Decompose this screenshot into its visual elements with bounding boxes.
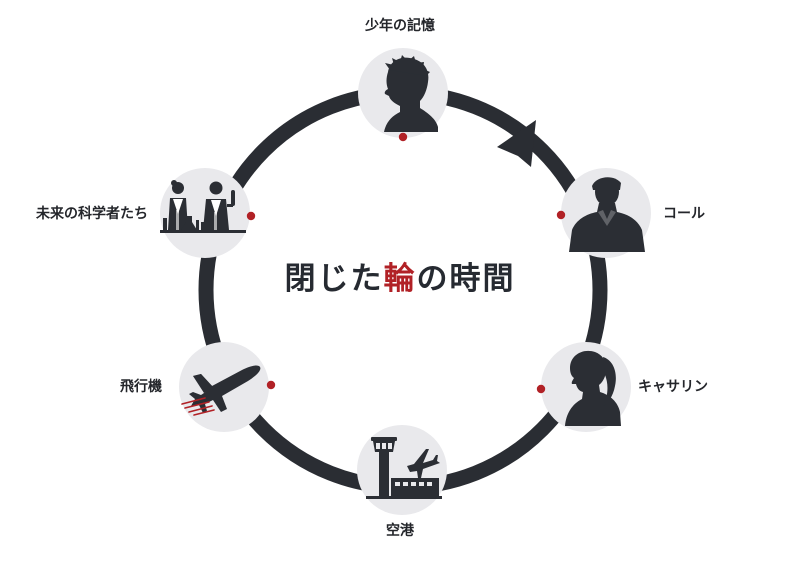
boy-silhouette-icon xyxy=(384,55,438,133)
node-airplane xyxy=(179,342,276,432)
airport-tower-and-plane-icon xyxy=(366,437,442,499)
airplane-icon xyxy=(189,365,261,413)
node-airplane-connector-dot xyxy=(266,380,276,390)
node-label-cole: コール xyxy=(663,206,705,222)
diagram-title: 閉じた輪の時間 xyxy=(0,264,800,295)
node-future-scientists xyxy=(160,168,256,258)
node-cole-connector-dot xyxy=(556,210,566,220)
node-catherine-connector-dot xyxy=(536,384,546,394)
title-accent-character: 輪 xyxy=(383,261,417,297)
speed-lines-icon xyxy=(181,397,215,416)
woman-ponytail-silhouette-icon xyxy=(565,350,621,426)
node-label-catherine: キャサリン xyxy=(638,379,708,395)
node-label-future-scientists: 未来の科学者たち xyxy=(36,206,148,222)
node-label-boy-memory: 少年の記憶 xyxy=(365,18,435,34)
cycle-direction-arrow-icon xyxy=(497,120,536,167)
title-part-after: の時間 xyxy=(416,261,516,297)
node-scientists-connector-dot xyxy=(246,211,256,221)
scientists-in-lab-icon xyxy=(160,180,246,233)
node-cole xyxy=(556,168,651,258)
node-boy-memory xyxy=(358,48,448,142)
man-in-jacket-silhouette-icon xyxy=(569,177,645,252)
node-boy-connector-dot xyxy=(398,132,408,142)
title-part-before: 閉じた xyxy=(284,261,384,297)
node-label-airport: 空港 xyxy=(386,523,414,539)
node-catherine xyxy=(536,342,631,432)
node-airport xyxy=(357,425,447,515)
node-label-airplane: 飛行機 xyxy=(120,379,162,395)
